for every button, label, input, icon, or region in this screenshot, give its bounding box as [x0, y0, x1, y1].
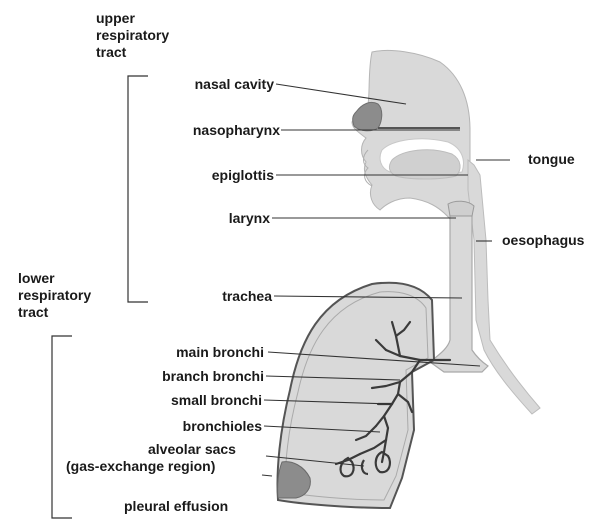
- upper-tract-label: upper respiratory tract: [96, 10, 169, 61]
- label-small-bronchi: small bronchi: [171, 392, 262, 408]
- label-main-bronchi: main bronchi: [176, 344, 264, 360]
- lower-tract-line-3: tract: [18, 304, 91, 321]
- head-profile: [352, 50, 472, 225]
- label-pleural-effusion: pleural effusion: [124, 498, 228, 514]
- upper-tract-line-3: tract: [96, 44, 169, 61]
- label-epiglottis: epiglottis: [212, 167, 274, 183]
- label-trachea: trachea: [222, 288, 272, 304]
- label-larynx: larynx: [229, 210, 270, 226]
- upper-tract-bracket: [128, 76, 148, 302]
- lower-tract-label: lower respiratory tract: [18, 270, 91, 321]
- label-bronchioles: bronchioles: [183, 418, 262, 434]
- upper-tract-line-1: upper: [96, 10, 169, 27]
- oesophagus-tube: [468, 160, 540, 414]
- label-alveolar-sacs: alveolar sacs: [148, 441, 236, 457]
- label-gas-exchange: (gas-exchange region): [66, 458, 215, 474]
- label-oesophagus: oesophagus: [502, 232, 584, 248]
- lower-tract-line-1: lower: [18, 270, 91, 287]
- label-tongue: tongue: [528, 151, 575, 167]
- label-branch-bronchi: branch bronchi: [162, 368, 264, 384]
- upper-tract-line-2: respiratory: [96, 27, 169, 44]
- label-nasopharynx: nasopharynx: [193, 122, 280, 138]
- label-nasal-cavity: nasal cavity: [195, 76, 274, 92]
- lower-tract-bracket: [52, 336, 72, 518]
- nasal-cavity-region: [353, 102, 382, 130]
- larynx-shape: [448, 201, 474, 216]
- lower-tract-line-2: respiratory: [18, 287, 91, 304]
